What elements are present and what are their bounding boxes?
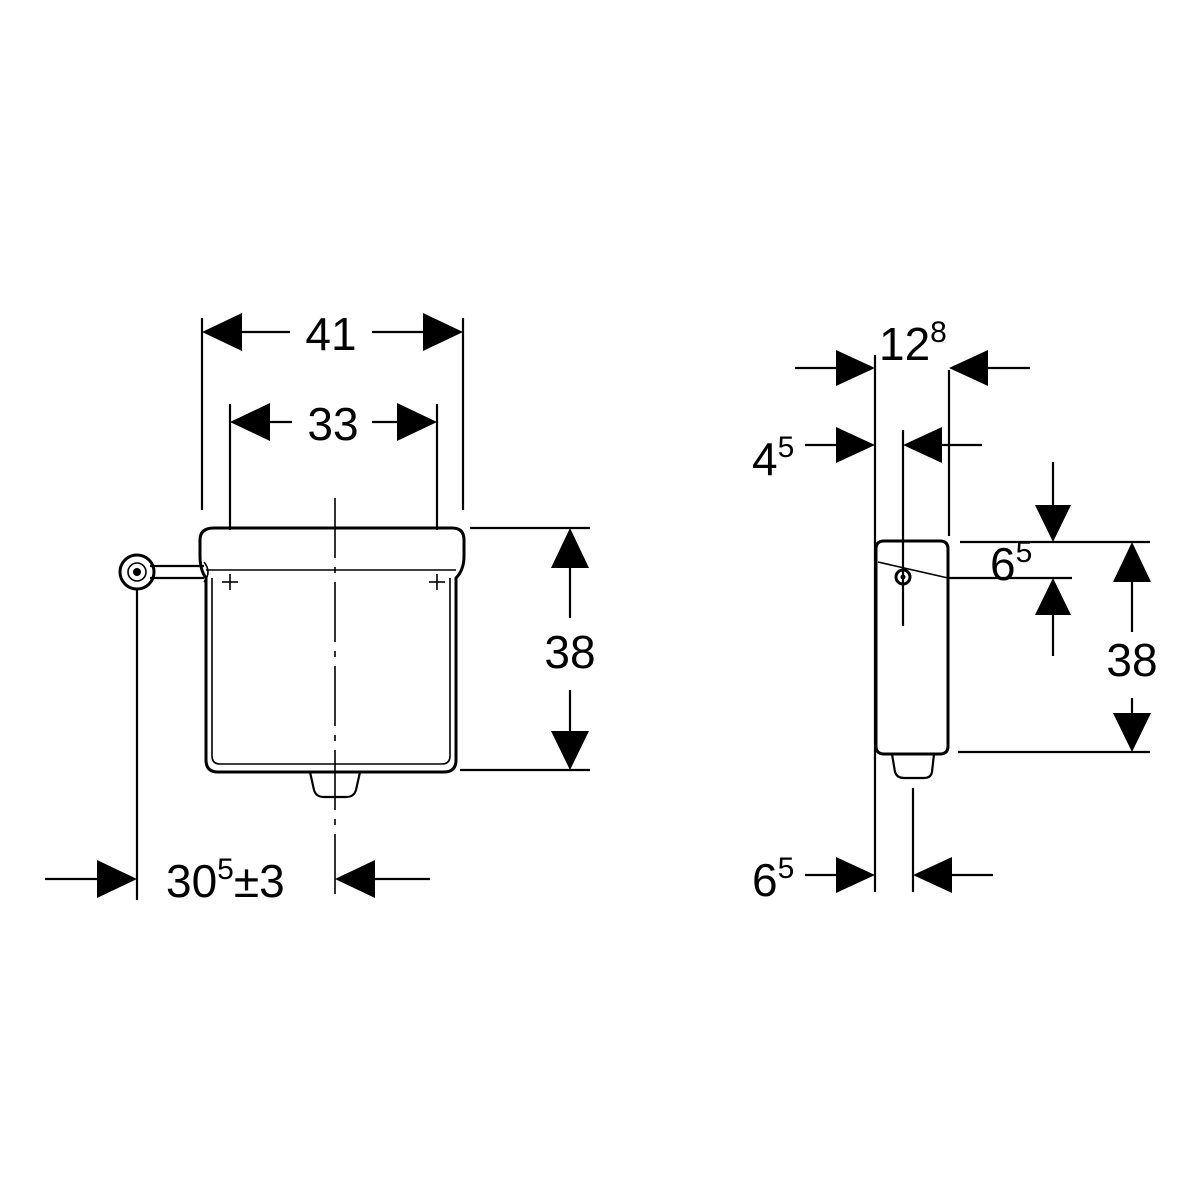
front-view: 41 33 38 305±3 xyxy=(45,308,596,907)
dimension-height-front: 38 xyxy=(544,528,596,770)
lever-offset-label: 65 xyxy=(990,536,1032,590)
cistern-front-outline xyxy=(198,526,466,774)
cistern-inner-wall xyxy=(211,578,451,765)
side-view: 128 45 65 38 xyxy=(752,316,1158,906)
inlet-offset-label: 305±3 xyxy=(166,853,285,907)
mounting-point-left xyxy=(222,574,238,590)
width-inner-label: 33 xyxy=(307,398,358,450)
dimension-width-outer: 41 xyxy=(202,308,463,360)
height-side-label: 38 xyxy=(1106,634,1157,686)
dimension-lever-offset: 65 xyxy=(990,462,1071,656)
dimension-height-side: 38 xyxy=(1106,542,1158,752)
cistern-side-outlet xyxy=(890,753,936,780)
dimension-depth: 128 xyxy=(795,316,1030,386)
height-front-label: 38 xyxy=(544,626,595,678)
mounting-point-right xyxy=(429,574,445,590)
water-inlet-valve xyxy=(118,553,209,591)
dimension-outlet-offset: 65 xyxy=(752,852,993,906)
dimension-inlet-offset: 305±3 xyxy=(45,853,430,907)
dimension-wall-gap: 45 xyxy=(752,427,982,485)
width-outer-label: 41 xyxy=(305,308,356,360)
dimension-width-inner: 33 xyxy=(230,398,437,450)
cistern-side-outline xyxy=(874,539,950,756)
depth-label: 128 xyxy=(879,316,947,370)
wall-gap-label: 45 xyxy=(752,431,794,485)
cistern-side-lid-line xyxy=(877,561,949,579)
outlet-offset-label: 65 xyxy=(752,852,794,906)
